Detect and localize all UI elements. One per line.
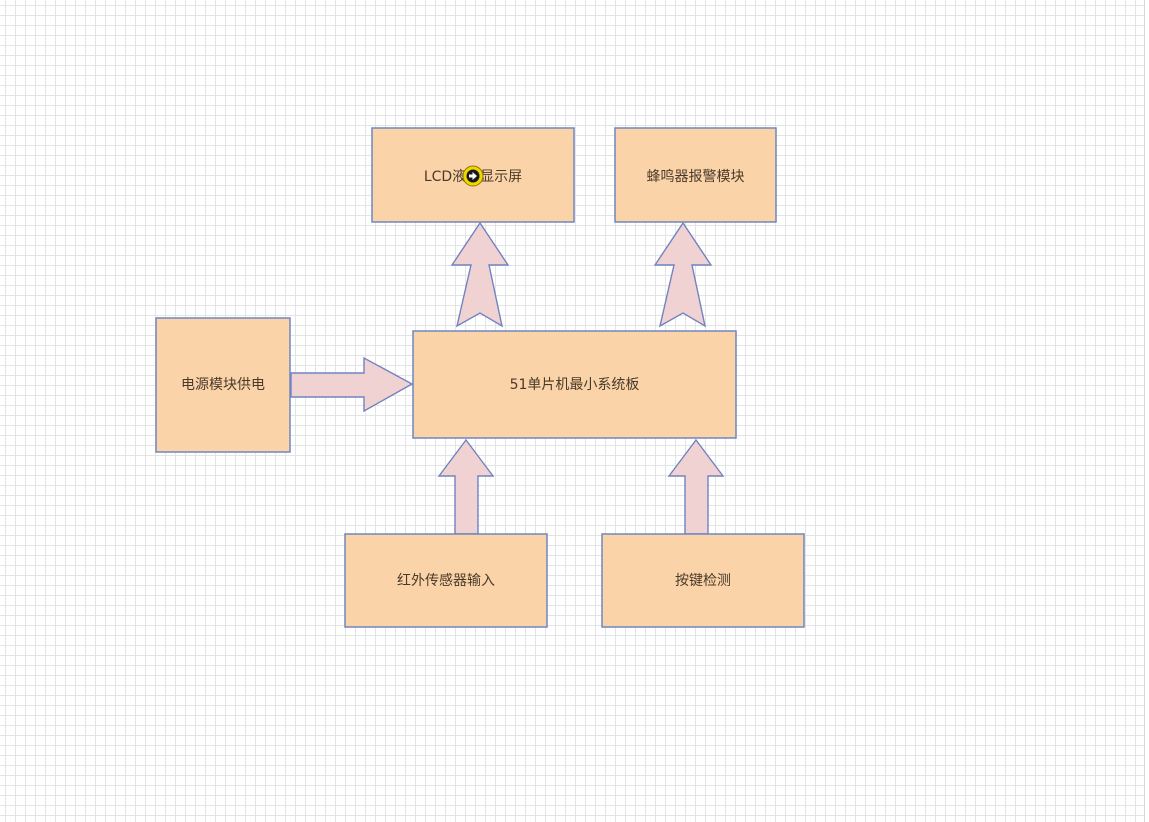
block-ir-label: 红外传感器输入 [397,572,495,589]
arrow-keys-to-mcu[interactable] [667,438,725,535]
block-mcu[interactable]: 51单片机最小系统板 [412,330,737,439]
block-keys[interactable]: 按键检测 [601,533,805,628]
block-power[interactable]: 电源模块供电 [155,317,291,453]
arrow-ir-to-mcu[interactable] [437,438,495,535]
arrow-mcu-to-lcd[interactable] [450,221,510,328]
block-mcu-label: 51单片机最小系统板 [510,377,640,393]
block-keys-label: 按键检测 [675,573,731,589]
block-buzzer-label: 蜂鸣器报警模块 [647,168,745,185]
block-buzzer[interactable]: 蜂鸣器报警模块 [614,127,777,223]
block-power-label: 电源模块供电 [181,377,265,393]
arrow-mcu-to-buzzer[interactable] [653,221,713,328]
arrow-power-to-mcu[interactable] [290,356,414,413]
arrow-right-circle-icon[interactable] [462,165,484,187]
block-ir[interactable]: 红外传感器输入 [344,533,548,628]
